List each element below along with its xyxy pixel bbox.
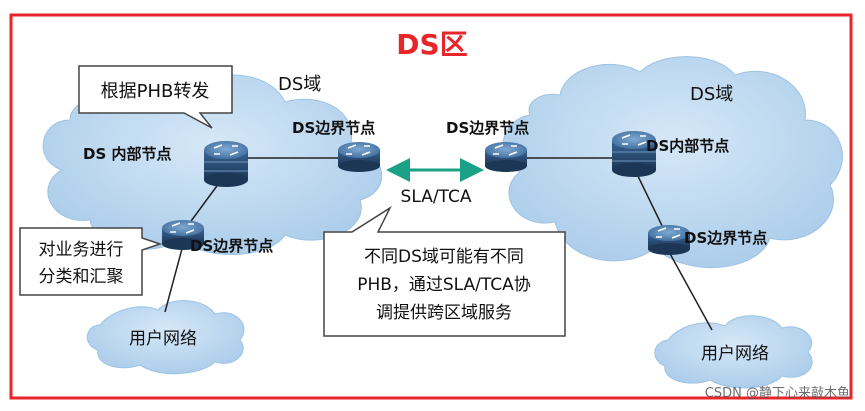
diagram-title: DS区 <box>396 28 467 61</box>
left-user-network-cloud <box>86 300 245 375</box>
right-edge-node-bottom-label: DS边界节点 <box>684 229 767 247</box>
phb-forward-callout-text: 根据PHB转发 <box>101 81 210 102</box>
left-interior-node-label: DS 内部节点 <box>83 145 171 163</box>
link-left-edge-to-user-network <box>164 244 184 313</box>
right-ds-domain-cloud <box>502 56 843 268</box>
left-user-network-label: 用户网络 <box>129 329 197 349</box>
cross-domain-callout: 不同DS域可能有不同 PHB，通过SLA/TCA协 调提供跨区域服务 <box>323 205 566 337</box>
right-user-network-cloud <box>654 315 813 389</box>
right-edge-router-bottom-icon <box>648 225 690 255</box>
right-edge-router-left-icon <box>485 142 527 172</box>
left-edge-node-top-label: DS边界节点 <box>292 119 375 137</box>
link-right-edge-to-user-network <box>667 249 713 331</box>
cross-domain-callout-line1: 不同DS域可能有不同 <box>364 247 524 267</box>
right-domain-label: DS域 <box>690 84 733 105</box>
left-edge-router-bottom-icon <box>162 220 204 250</box>
right-interior-node-label: DS内部节点 <box>646 137 729 155</box>
classify-aggregate-callout-line1: 对业务进行 <box>39 240 124 260</box>
cross-domain-callout-line2: PHB，通过SLA/TCA协 <box>357 275 531 295</box>
phb-forward-callout: 根据PHB转发 <box>78 65 233 129</box>
cross-domain-callout-line3: 调提供跨区域服务 <box>376 303 512 323</box>
left-edge-node-bottom-label: DS边界节点 <box>190 237 273 255</box>
left-domain-label: DS域 <box>278 74 321 95</box>
left-edge-router-top-icon <box>338 142 380 172</box>
left-interior-router-icon <box>204 141 248 187</box>
csdn-watermark: CSDN @静下心来敲木鱼 <box>705 385 850 401</box>
classify-aggregate-callout: 对业务进行 分类和汇聚 <box>19 227 163 296</box>
sla-tca-label: SLA/TCA <box>401 187 472 207</box>
right-user-network-label: 用户网络 <box>701 344 769 364</box>
right-interior-router-icon <box>612 131 656 177</box>
sla-tca-link: SLA/TCA <box>386 158 484 207</box>
ds-zone-frame <box>9 13 853 400</box>
right-edge-node-left-label: DS边界节点 <box>446 119 529 137</box>
classify-aggregate-callout-line2: 分类和汇聚 <box>39 267 124 287</box>
